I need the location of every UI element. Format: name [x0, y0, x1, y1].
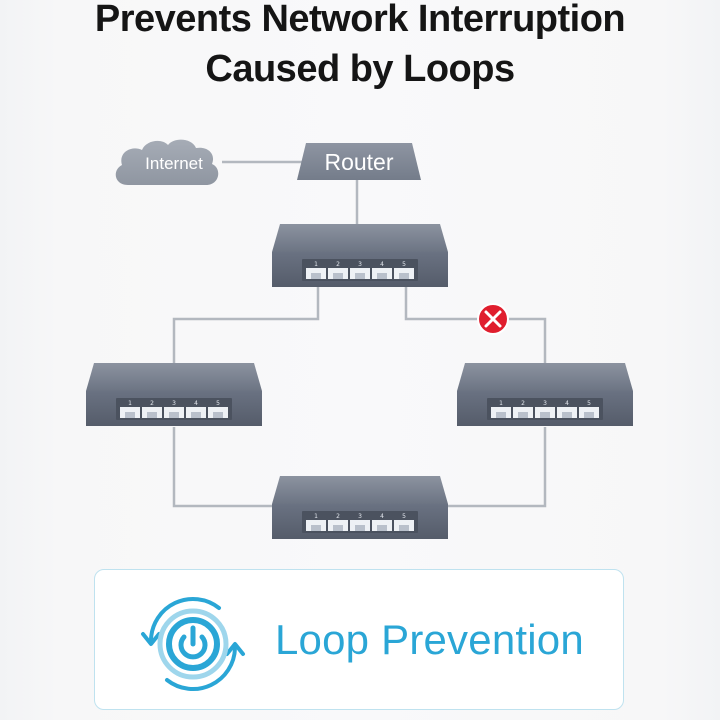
- router-icon: [297, 143, 421, 180]
- switch-top: 1 2 3 4 5: [272, 224, 448, 287]
- cable-left-bottom: [172, 427, 272, 508]
- port-number: 3: [358, 261, 362, 268]
- port-number: 2: [336, 513, 340, 520]
- port-number: 4: [194, 400, 198, 407]
- cable-top-left: [172, 286, 320, 364]
- port-number: 5: [587, 400, 591, 407]
- router: Router: [297, 143, 421, 180]
- cloud-icon: [115, 139, 219, 185]
- loop-arrow-upper: [149, 597, 221, 642]
- switch-bottom: 1 2 3 4 5: [272, 476, 448, 539]
- loop-power-icon: [141, 597, 245, 691]
- switch-right: 1 2 3 4 5: [457, 363, 633, 426]
- switch-top-face: [457, 363, 633, 391]
- port-number: 1: [314, 513, 318, 520]
- arrowhead-right: [225, 642, 245, 656]
- port-number: 1: [314, 261, 318, 268]
- port-number: 3: [543, 400, 547, 407]
- switch-left: 1 2 3 4 5: [86, 363, 262, 426]
- port-number: 3: [172, 400, 176, 407]
- power-arc: [178, 634, 208, 660]
- blocked-link-marker: [477, 303, 509, 335]
- headline-line-1: Prevents Network Interruption: [94, 0, 626, 40]
- feature-label: Loop Prevention: [275, 616, 584, 663]
- switch-top-face: [86, 363, 262, 391]
- port-number: 5: [402, 513, 406, 520]
- port-number: 4: [380, 513, 384, 520]
- loop-prevention-card: Loop Prevention: [94, 569, 624, 710]
- port-number: 2: [336, 261, 340, 268]
- port-number: 2: [150, 400, 154, 407]
- loop-arrow-lower: [165, 646, 237, 691]
- port-number: 5: [402, 261, 406, 268]
- internet-label: Internet: [145, 154, 203, 173]
- cable-top-right: [404, 286, 547, 364]
- port-number: 1: [128, 400, 132, 407]
- arrowhead-left: [141, 632, 161, 646]
- cables: [172, 160, 547, 508]
- port-number: 4: [380, 261, 384, 268]
- port-number: 4: [565, 400, 569, 407]
- router-label: Router: [324, 149, 393, 175]
- port-number: 5: [216, 400, 220, 407]
- close-icon: [484, 310, 502, 328]
- port-number: 2: [521, 400, 525, 407]
- headline-line-2: Caused by Loops: [205, 48, 515, 90]
- switch-top-face: [272, 224, 448, 252]
- cable-right-bottom: [446, 427, 547, 508]
- port-number: 1: [499, 400, 503, 407]
- internet-cloud: Internet: [115, 139, 219, 185]
- switch-top-face: [272, 476, 448, 504]
- port-number: 3: [358, 513, 362, 520]
